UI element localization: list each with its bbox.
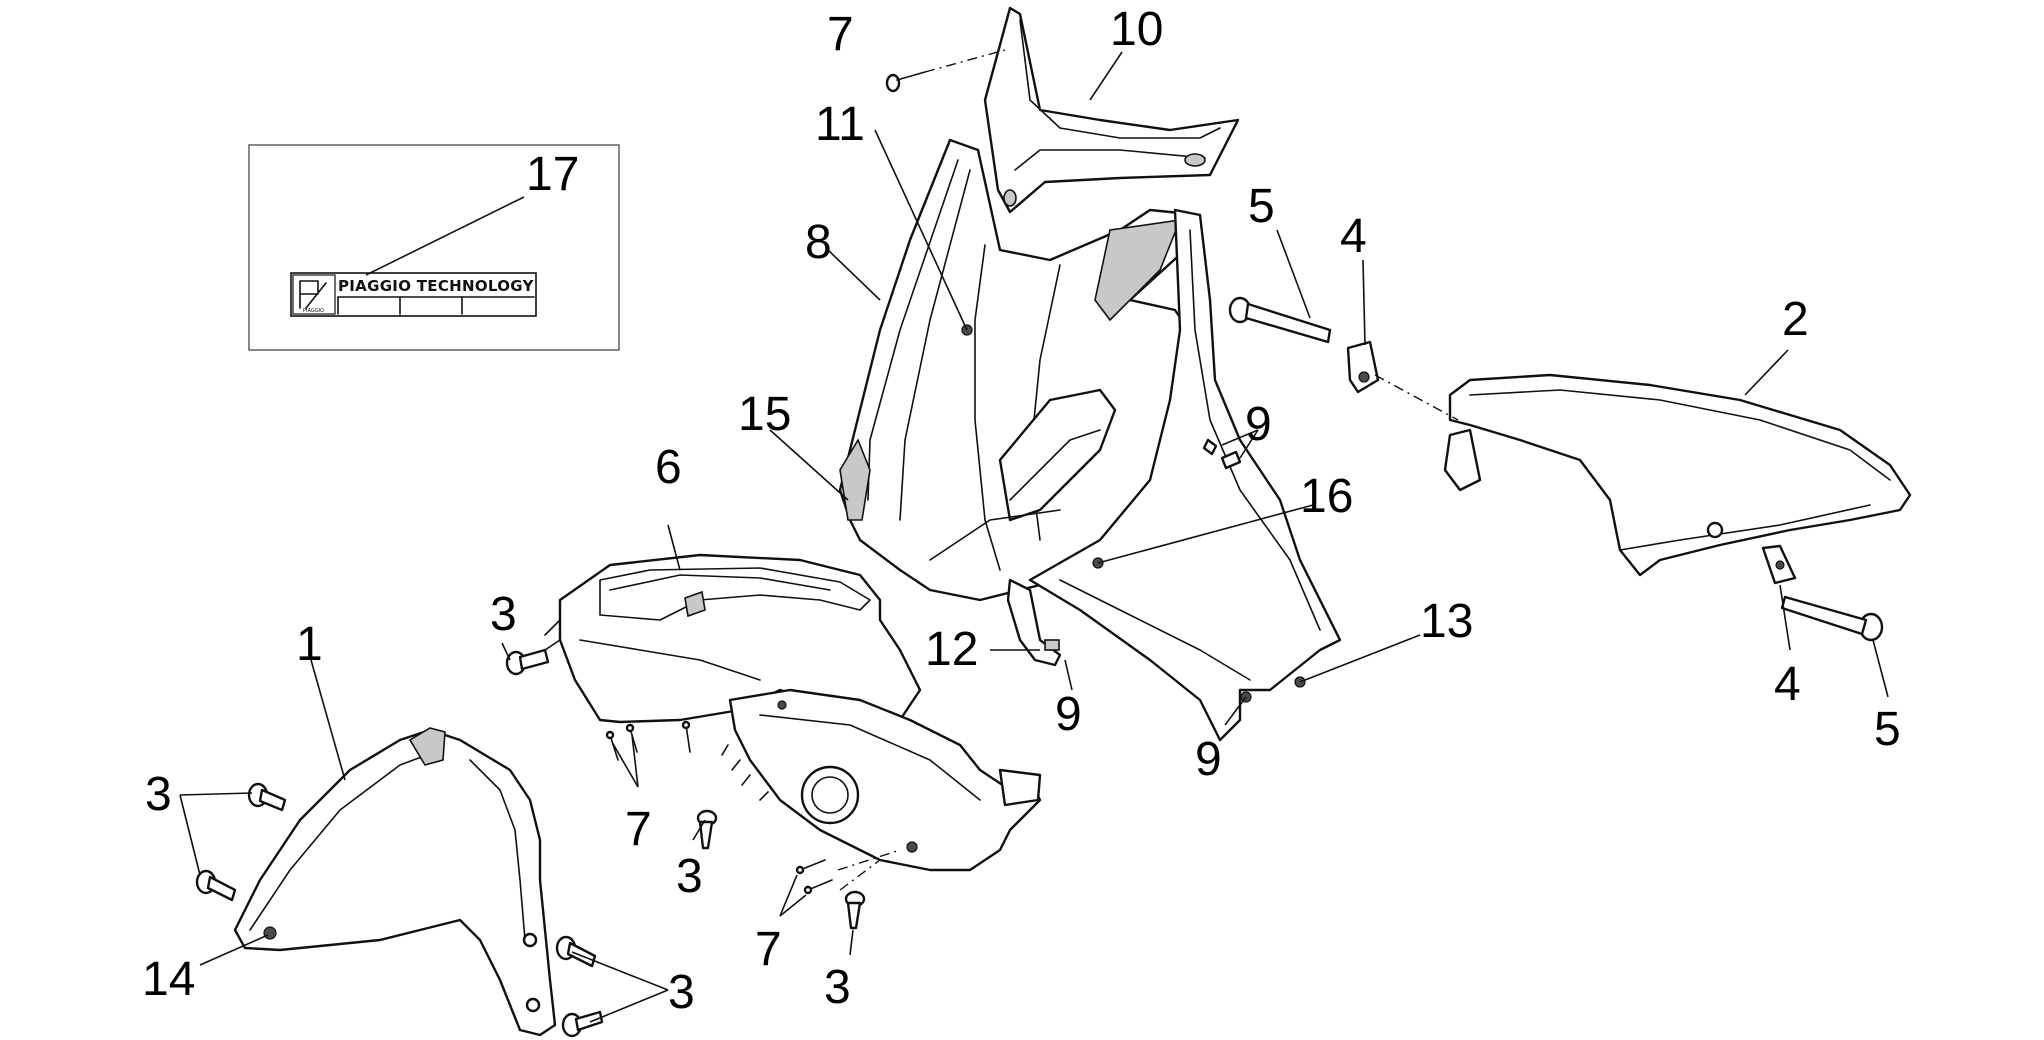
callout-16: 16 — [1300, 470, 1353, 523]
callout-3-right: 3 — [668, 966, 695, 1019]
callout-9-lower: 9 — [1195, 733, 1222, 786]
callout-6: 6 — [655, 441, 682, 494]
screw-3-center — [696, 809, 718, 850]
callout-7-bottom: 7 — [755, 923, 782, 976]
assembly-lines — [837, 49, 1459, 891]
callout-15: 15 — [738, 388, 791, 441]
callout-1: 1 — [296, 618, 323, 671]
clip-9-upper — [1202, 438, 1242, 470]
screw-7-group-left — [605, 720, 769, 801]
screw-3-bottom — [844, 890, 866, 930]
part-1-front-mudguard — [233, 727, 557, 1037]
callout-7-top: 7 — [827, 8, 854, 61]
callout-5-lower: 5 — [1874, 703, 1901, 756]
callout-11: 11 — [815, 98, 865, 151]
callout-12: 12 — [925, 623, 978, 676]
piaggio-technology-plate: PIAGGIO PIAGGIO TECHNOLOGY — [290, 272, 537, 317]
callout-7-left: 7 — [625, 803, 652, 856]
callout-17: 17 — [526, 148, 579, 201]
callout-2: 2 — [1782, 293, 1809, 346]
part-10-top-trim — [983, 6, 1240, 214]
label-box-17: PIAGGIO PIAGGIO TECHNOLOGY — [248, 144, 620, 351]
callout-3-mid: 3 — [490, 588, 517, 641]
clip-4-upper — [1346, 340, 1380, 394]
part-6-headlight-holder — [728, 688, 1042, 872]
callout-numbers: 17 7 10 11 8 5 4 2 9 15 16 6 13 12 9 9 4… — [142, 3, 1901, 1019]
callout-3-bottom: 3 — [824, 961, 851, 1014]
screw-7-group-bottom — [795, 859, 833, 895]
callout-9-mid: 9 — [1055, 688, 1082, 741]
part-6-inner-panel — [544, 553, 922, 724]
callout-9-upper: 9 — [1245, 398, 1272, 451]
callout-14: 14 — [142, 953, 195, 1006]
callout-5-upper: 5 — [1248, 180, 1275, 233]
callout-13: 13 — [1420, 595, 1473, 648]
part-8-front-shield — [838, 138, 1202, 602]
part-2-mudguard — [1443, 373, 1912, 577]
screw-3-right-top — [555, 935, 597, 968]
clip-4-lower — [1761, 544, 1797, 585]
callout-4-lower: 4 — [1774, 658, 1801, 711]
screw-7-top — [885, 71, 926, 93]
plate-text: PIAGGIO TECHNOLOGY — [338, 277, 535, 295]
screw-3-mid — [505, 648, 550, 676]
bolt-5-upper — [1228, 296, 1332, 344]
part-12-bracket — [1006, 578, 1062, 667]
screw-3-left-top — [247, 782, 287, 812]
callout-10: 10 — [1110, 3, 1163, 56]
callout-3-left: 3 — [145, 768, 172, 821]
callout-8: 8 — [805, 216, 832, 269]
callout-4-upper: 4 — [1340, 210, 1367, 263]
callout-3-center: 3 — [676, 850, 703, 903]
leader-lines — [179, 51, 1889, 1023]
plate-logo-text: PIAGGIO — [303, 308, 324, 314]
screw-3-left-bottom — [195, 869, 237, 902]
screw-3-right-bottom — [561, 1010, 604, 1038]
bolt-5-lower — [1780, 595, 1884, 642]
